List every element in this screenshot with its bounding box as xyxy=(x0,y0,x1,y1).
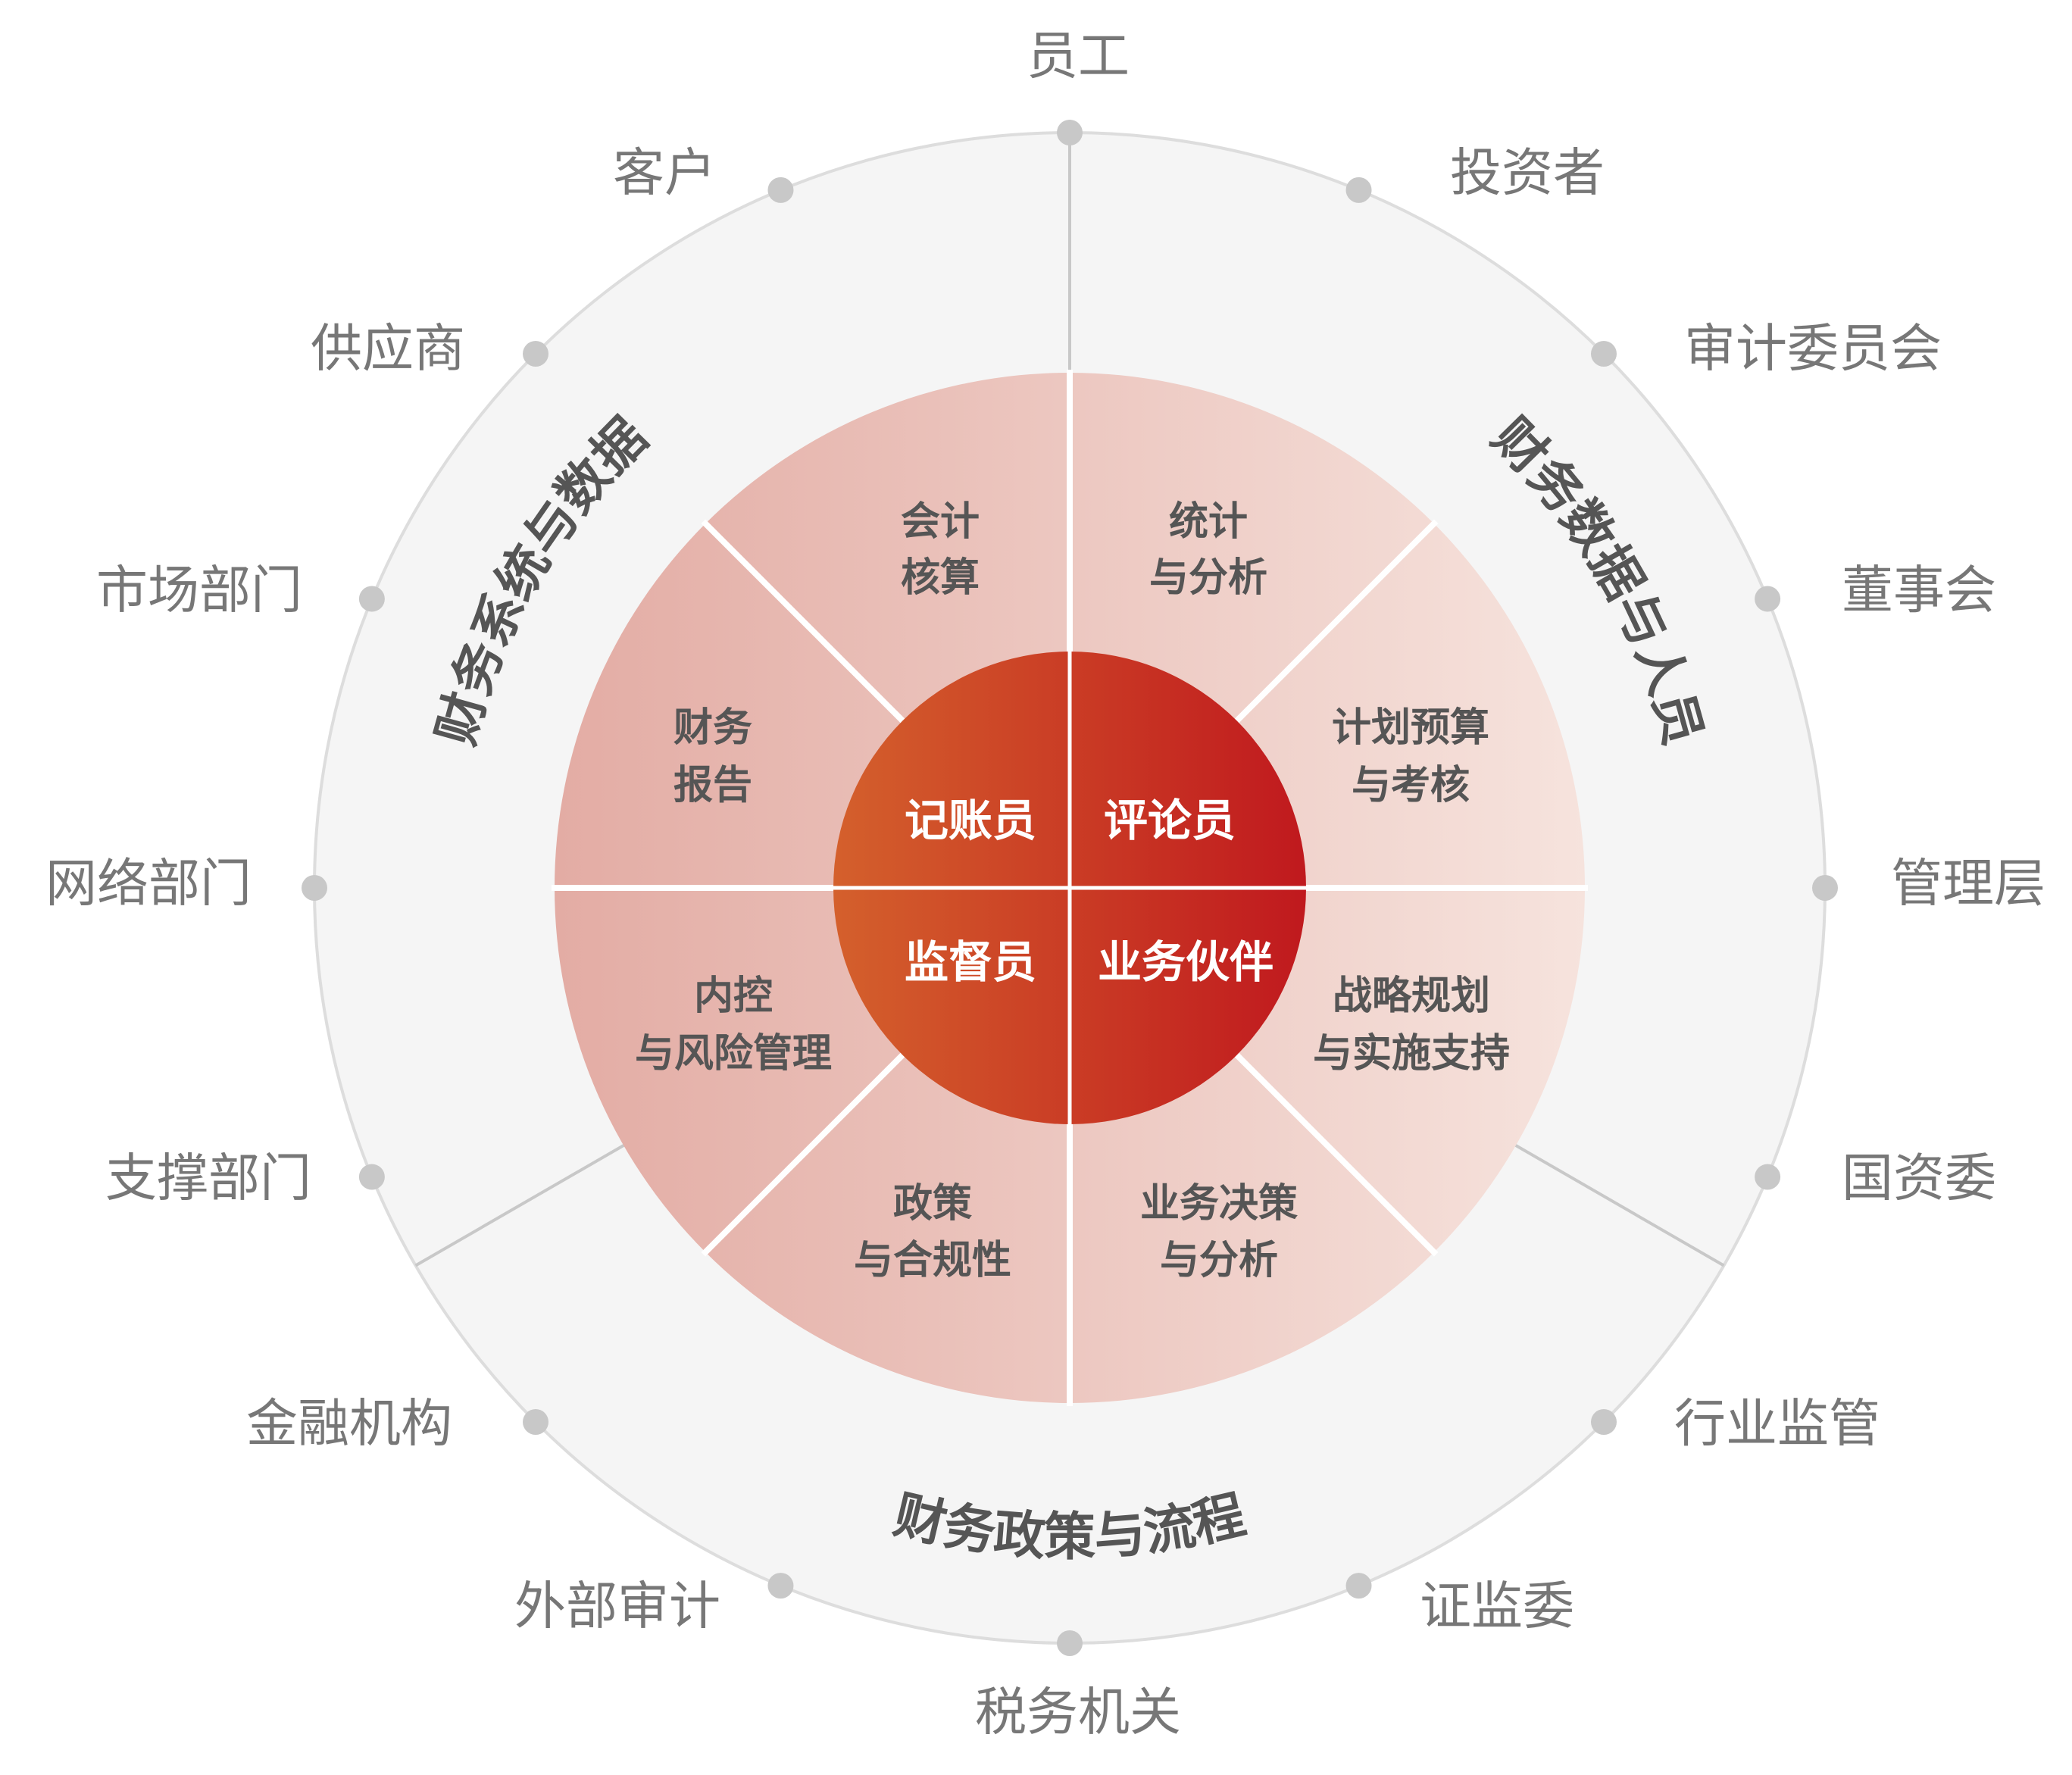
function-label: 统计 xyxy=(1169,499,1248,545)
stakeholder-dot xyxy=(1590,1408,1617,1435)
stakeholder-label: 管理层 xyxy=(1891,855,2045,914)
stakeholder-label: 行业监管 xyxy=(1674,1395,1880,1455)
role-label-business-partner: 业务伙伴 xyxy=(1098,936,1274,988)
stakeholder-label: 员工 xyxy=(1027,27,1130,87)
function-divider xyxy=(701,519,911,730)
role-labels: 记账员 评论员 监督员 业务伙伴 xyxy=(905,795,1274,988)
function-label: 与分析 xyxy=(1149,555,1267,601)
stakeholder-dot xyxy=(1057,120,1083,145)
function-label: 政策 xyxy=(893,1181,972,1227)
sector-divider xyxy=(1508,1140,1725,1267)
stakeholder-dot xyxy=(1345,177,1372,203)
stakeholder-label: 证监委 xyxy=(1420,1577,1574,1637)
function-divider xyxy=(1228,1046,1439,1257)
stakeholder-dot xyxy=(1057,1630,1083,1656)
stakeholder-dot xyxy=(302,875,327,901)
stakeholder-label: 市场部门 xyxy=(96,561,302,621)
function-divider xyxy=(1228,519,1439,730)
function-label: 与考核 xyxy=(1352,763,1470,808)
role-label-bookkeeper: 记账员 xyxy=(905,795,1036,846)
stakeholder-label: 网络部门 xyxy=(45,855,252,914)
function-label: 与分析 xyxy=(1160,1238,1278,1283)
stakeholder-label: 供应商 xyxy=(311,320,465,380)
function-divider xyxy=(701,1046,911,1257)
stakeholder-dot xyxy=(358,1164,385,1190)
stakeholder-dot xyxy=(1755,586,1781,612)
function-labels: 会计 核算 统计 与分析 计划预算 与考核 战略规划 与实施支持 业务决策 与分… xyxy=(635,499,1510,1283)
stakeholder-dot xyxy=(767,1573,794,1599)
function-label: 业务决策 xyxy=(1140,1181,1298,1227)
stakeholder-label: 国资委 xyxy=(1842,1149,1996,1209)
stakeholder-label: 审计委员会 xyxy=(1684,320,1942,380)
stakeholder-dot xyxy=(1590,341,1617,367)
function-label: 计划预算 xyxy=(1332,705,1489,751)
outer-sector-dividers xyxy=(414,133,1725,1267)
function-label: 会计 xyxy=(901,499,980,545)
stakeholder-dot xyxy=(1755,1164,1781,1190)
stakeholder-label: 客户 xyxy=(613,144,716,204)
stakeholder-label: 金融机构 xyxy=(246,1395,452,1455)
stakeholder-dot xyxy=(767,177,794,203)
stakeholder-dot xyxy=(523,341,549,367)
stakeholder-labels: 员工 投资者 审计委员会 董事会 管理层 国资委 行业监管 证监委 税务机关 外… xyxy=(45,27,2045,1743)
stakeholder-label: 支撑部门 xyxy=(105,1149,311,1209)
stakeholder-dot xyxy=(1345,1573,1372,1599)
stakeholder-dots xyxy=(302,120,1838,1656)
function-label: 报告 xyxy=(673,763,752,808)
function-label: 与合规性 xyxy=(854,1238,1011,1283)
function-label: 战略规划 xyxy=(1333,973,1490,1019)
function-label: 内控 xyxy=(694,973,773,1019)
stakeholder-label: 董事会 xyxy=(1842,561,1996,621)
stakeholder-label: 税务机关 xyxy=(975,1683,1181,1743)
stakeholder-label: 外部审计 xyxy=(514,1577,720,1637)
sector-divider xyxy=(414,1140,631,1267)
role-label-supervisor: 监督员 xyxy=(905,936,1036,988)
role-label-commentator: 评论员 xyxy=(1104,795,1236,846)
stakeholder-dot xyxy=(1812,875,1838,901)
stakeholder-dot xyxy=(523,1408,549,1435)
function-label: 核算 xyxy=(901,555,980,601)
stakeholder-dot xyxy=(358,586,385,612)
function-ring-dividers xyxy=(552,370,1588,1406)
function-label: 财务 xyxy=(673,705,752,751)
function-label: 与实施支持 xyxy=(1313,1031,1510,1077)
function-label: 与风险管理 xyxy=(635,1031,832,1077)
stakeholder-label: 投资者 xyxy=(1450,144,1605,204)
